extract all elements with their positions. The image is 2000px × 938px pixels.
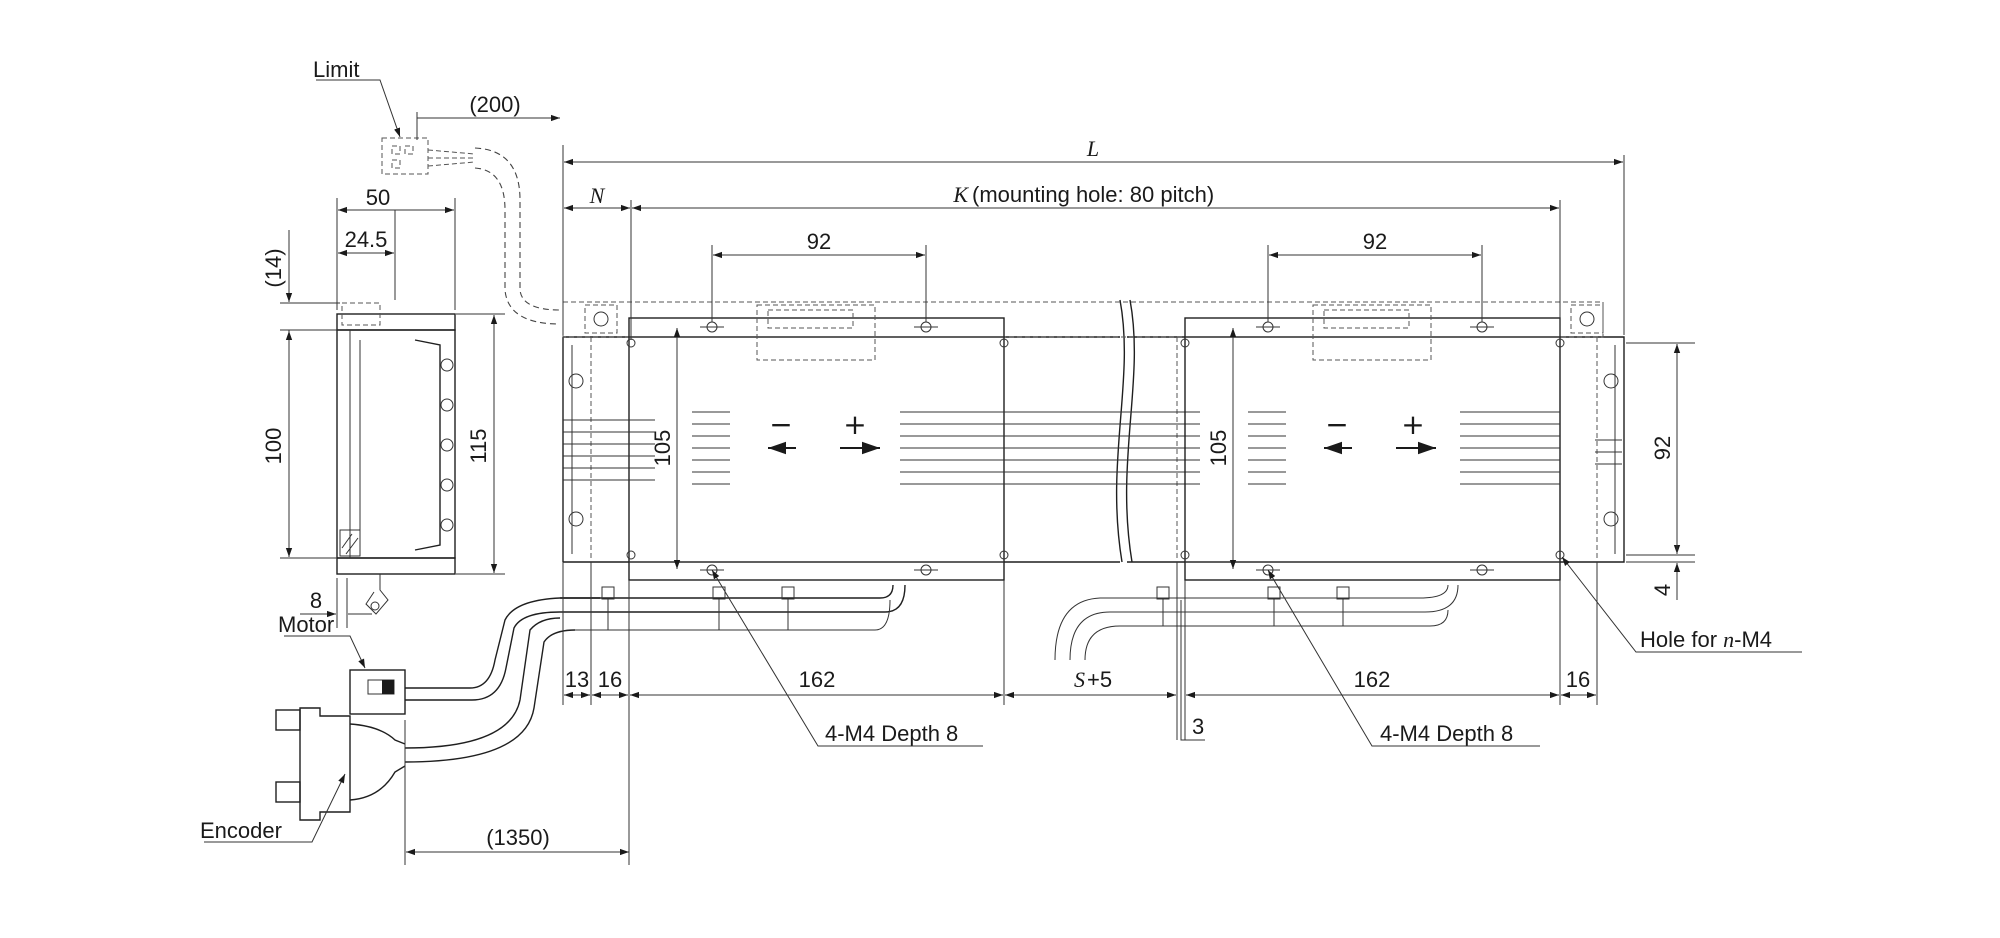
- callout-hole-suffix: -M4: [1734, 627, 1772, 652]
- plus-direction-left: +: [843, 408, 866, 441]
- dim-hole-pitch-left: 92: [807, 229, 831, 254]
- dim-hole-pitch-right: 92: [1363, 229, 1387, 254]
- dim-base-hole-92: 92: [1650, 436, 1675, 460]
- motor-encoder-cables: Motor Encoder (1350): [200, 597, 629, 865]
- callout-tap-right: 4-M4 Depth 8: [1380, 721, 1513, 746]
- callout-tap-left: 4-M4 Depth 8: [825, 721, 958, 746]
- dim-bottom-162-right: 162: [1354, 667, 1391, 692]
- minus-direction-left: −: [769, 408, 792, 441]
- break-line-left: [1115, 299, 1126, 563]
- side-view-dimensions: 50 24.5 (14) 100 115 8: [261, 185, 505, 628]
- dim-K-description: (mounting hole: 80 pitch): [972, 182, 1214, 207]
- dim-gap-3: 3: [1192, 714, 1204, 739]
- callout-encoder: Encoder: [200, 818, 282, 843]
- dim-slider-105-left: 105: [650, 430, 675, 467]
- dim-overall-length: L: [1086, 136, 1099, 161]
- dim-bottom-13: 13: [565, 667, 589, 692]
- dim-cable-200: (200): [469, 92, 520, 117]
- dim-bottom-S-plus-5: +5: [1087, 667, 1112, 692]
- base-plate: [563, 336, 1625, 563]
- dim-side-100: 100: [261, 428, 286, 465]
- dim-bottom-16-right: 16: [1566, 667, 1590, 692]
- dim-side-14: (14): [261, 248, 286, 287]
- side-body: [336, 329, 456, 559]
- dim-bottom-S: S: [1074, 667, 1085, 692]
- dim-K: K: [952, 182, 969, 207]
- dim-N: N: [589, 183, 606, 208]
- slider-left-table: [628, 317, 1005, 581]
- minus-direction-right: −: [1325, 408, 1348, 441]
- callout-hole-text: Hole for: [1640, 627, 1723, 652]
- limit-connector: [381, 137, 429, 175]
- callout-limit: Limit: [313, 57, 359, 82]
- plus-direction-right: +: [1401, 408, 1424, 441]
- limit-cable: (200) Limit: [313, 57, 561, 325]
- dim-side-8: 8: [310, 588, 322, 613]
- dim-bottom-162-left: 162: [799, 667, 836, 692]
- callout-hole-prefix: Hole for n-M4: [1640, 627, 1772, 652]
- side-top-plate: [336, 313, 456, 331]
- front-view: − +: [560, 299, 1625, 661]
- dim-side-width-50: 50: [366, 185, 390, 210]
- callout-motor: Motor: [278, 612, 334, 637]
- break-line-right: [1125, 299, 1136, 563]
- dim-slider-105-right: 105: [1206, 430, 1231, 467]
- slider-right: − +: [1184, 304, 1622, 581]
- front-cables: [560, 584, 1459, 661]
- motor-connector: [349, 669, 406, 715]
- dim-cable-1350: (1350): [486, 825, 550, 850]
- side-cable-clamp: [365, 574, 389, 615]
- encoder-connector: [299, 707, 351, 821]
- dim-side-115: 115: [466, 428, 491, 463]
- dim-bottom-16-left: 16: [598, 667, 622, 692]
- side-bottom-plate: [336, 557, 456, 575]
- slider-left: − +: [563, 304, 1200, 581]
- side-limit-connector: [341, 302, 381, 326]
- dim-base-4: 4: [1650, 584, 1675, 596]
- limit-rail: [562, 301, 1604, 338]
- slider-right-table: [1184, 317, 1561, 581]
- side-view: [336, 302, 456, 615]
- callout-hole-n: n: [1723, 627, 1734, 652]
- front-dimensions: L N K (mounting hole: 80 pitch) 92 92 10…: [562, 136, 1802, 865]
- dim-side-width-24-5: 24.5: [345, 227, 388, 252]
